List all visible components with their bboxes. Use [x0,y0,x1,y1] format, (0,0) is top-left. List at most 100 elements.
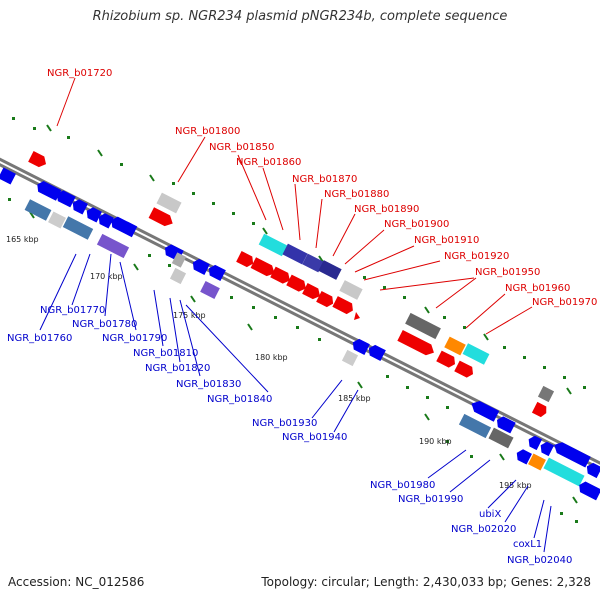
gene-gray-dark-1[interactable] [405,312,441,340]
forward-labels: NGR_b01720 NGR_b01800 NGR_b01850 NGR_b01… [47,68,597,308]
accession-text: Accession: NC_012586 [8,575,145,589]
reverse-leader-lines [39,253,552,553]
reverse-genes [0,167,600,501]
gene-blue-3[interactable] [70,197,88,215]
gene-red-7[interactable] [332,296,355,316]
gene-red-6[interactable] [316,291,336,309]
gene-gray-fwd-1[interactable] [339,280,363,300]
label-coxl1: coxL1 [513,539,542,550]
gene-red-1[interactable] [236,251,256,269]
gene-cyan-1[interactable] [258,233,288,257]
gene-steel-1[interactable] [24,199,52,221]
gene-blue-19[interactable] [576,480,600,501]
gene-gray-4[interactable] [341,349,359,367]
label-ngr-b02020: NGR_b02020 [451,524,516,535]
gene-blue-13[interactable] [494,415,516,434]
label-ngr-b01950: NGR_b01950 [475,267,540,278]
label-ngr-b01850: NGR_b01850 [209,142,274,153]
gene-gray-far[interactable] [537,385,555,403]
label-ngr-b01960: NGR_b01960 [505,283,570,294]
tick-labels: 165 kbp 170 kbp 175 kbp 180 kbp 185 kbp … [6,235,532,490]
tick-label-190: 190 kbp [419,437,452,446]
tick-label-165: 165 kbp [6,235,39,244]
gene-navy-1[interactable] [282,243,308,265]
label-ngr-b01830: NGR_b01830 [176,379,241,390]
label-ngr-b01820: NGR_b01820 [145,363,210,374]
gene-navy-2[interactable] [302,253,324,273]
gene-blue-12[interactable] [469,398,500,422]
gene-navy-3[interactable] [318,260,342,280]
gene-ngr-b01950[interactable] [397,330,436,358]
gene-red-2[interactable] [250,257,278,279]
gene-blue-14[interactable] [526,434,543,451]
gene-gray-2[interactable] [171,252,187,268]
gene-blue-10[interactable] [350,337,370,355]
gene-cyan-2[interactable] [462,343,490,365]
label-ngr-b01920: NGR_b01920 [444,251,509,262]
gene-blue-edge[interactable] [0,167,16,185]
label-ngr-b01800: NGR_b01800 [175,126,240,137]
tick-label-175: 175 kbp [173,311,206,320]
gene-purple-1[interactable] [96,233,130,259]
label-ngr-b01770: NGR_b01770 [40,305,105,316]
gene-blue-2[interactable] [54,189,76,208]
gene-ngr-b01800[interactable] [148,207,176,229]
gene-blue-9[interactable] [206,263,226,281]
label-ngr-b01720: NGR_b01720 [47,68,112,79]
gene-orange-2[interactable] [528,453,546,471]
tick-label-195: 195 kbp [499,481,532,490]
forward-leader-lines [56,77,533,335]
label-ngr-b01880: NGR_b01880 [324,189,389,200]
reverse-labels: NGR_b01760 NGR_b01770 NGR_b01780 NGR_b01… [7,305,572,566]
label-ngr-b01930: NGR_b01930 [252,418,317,429]
label-ngr-b01760: NGR_b01760 [7,333,72,344]
tick-label-180: 180 kbp [255,353,288,362]
label-ngr-b02040: NGR_b02040 [507,555,572,566]
label-ngr-b01860: NGR_b01860 [236,157,301,168]
label-ngr-b01890: NGR_b01890 [354,204,419,215]
label-ngr-b01790: NGR_b01790 [102,333,167,344]
gene-gray-dark-2[interactable] [488,427,514,449]
label-ngr-b01810: NGR_b01810 [133,348,198,359]
topology-summary: Topology: circular; Length: 2,430,033 bp… [261,575,591,589]
gene-blue-15[interactable] [538,440,555,457]
gene-ngr-b01720[interactable] [28,151,49,169]
gene-blue-6[interactable] [109,215,138,238]
gene-red-3[interactable] [270,266,292,286]
gene-blue-4[interactable] [84,205,102,223]
forward-genes [28,151,555,419]
gene-blue-17[interactable] [584,461,600,479]
gene-steel-2[interactable] [62,216,94,240]
gene-blue-1[interactable] [35,179,62,201]
gene-red-tiny[interactable] [354,312,360,320]
gene-light-gray-1[interactable] [48,211,66,229]
label-ngr-b01910: NGR_b01910 [414,235,479,246]
gene-cyan-3[interactable] [543,457,585,487]
label-ngr-b01870: NGR_b01870 [292,174,357,185]
gene-blue-5[interactable] [96,211,114,229]
gene-red-5[interactable] [302,283,323,301]
gene-ngr-b01800-gray[interactable] [156,192,182,214]
label-ngr-b01980: NGR_b01980 [370,480,435,491]
gene-blue-11[interactable] [366,343,386,361]
gene-gray-3[interactable] [169,267,187,285]
gene-blue-16[interactable] [551,440,591,468]
tick-marks [29,124,578,504]
gene-ngr-b01960[interactable] [436,350,457,370]
gene-blue-18[interactable] [514,447,532,465]
gene-steel-3[interactable] [458,413,492,439]
gene-orange-1[interactable] [444,336,466,356]
tick-label-170: 170 kbp [90,272,123,281]
map-title: Rhizobium sp. NGR234 plasmid pNGR234b, c… [92,9,508,24]
label-ngr-b01970: NGR_b01970 [532,297,597,308]
gene-blue-8[interactable] [190,257,210,275]
gene-purple-2[interactable] [200,281,220,299]
label-ngr-b01940: NGR_b01940 [282,432,347,443]
gene-red-far[interactable] [531,401,549,419]
label-ngr-b01990: NGR_b01990 [398,494,463,505]
gene-red-4[interactable] [286,274,308,294]
label-ngr-b01780: NGR_b01780 [72,319,137,330]
gene-ngr-b01970[interactable] [454,360,475,380]
